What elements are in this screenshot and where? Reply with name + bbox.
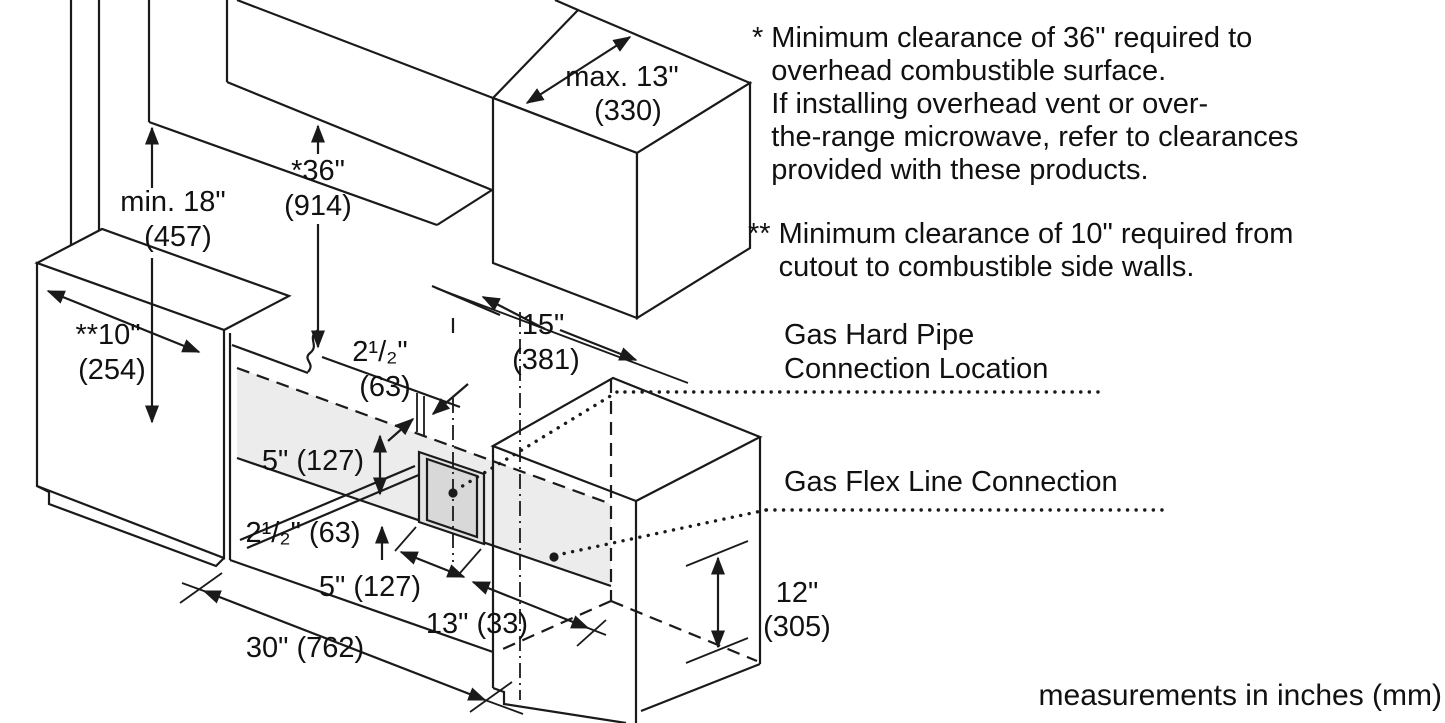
dim-cutout-height: 5" (127) bbox=[262, 445, 364, 477]
dim-flex-zone-in: 12" bbox=[776, 577, 819, 609]
footnote-side-wall-clearance: ** Minimum clearance of 10" required fro… bbox=[748, 218, 1445, 284]
dim-cutout-top-in: 2¹/₂" bbox=[352, 336, 407, 368]
callout-gas-flex-line: Gas Flex Line Connection bbox=[784, 466, 1118, 498]
double-asterisk-marker: ** bbox=[748, 218, 771, 250]
flex-location-dot bbox=[549, 552, 559, 562]
footnote-overhead-clearance: * Minimum clearance of 36" required to o… bbox=[752, 22, 1444, 187]
dim-side-wall-mm: (254) bbox=[78, 354, 146, 386]
vent-duct bbox=[69, 0, 101, 262]
dim-side-wall-in: **10" bbox=[75, 319, 140, 351]
gas-hard-pipe-leader bbox=[448, 390, 1100, 498]
break-line bbox=[306, 329, 319, 373]
gas-flex-leader bbox=[549, 508, 1164, 562]
footnote-text: Minimum clearance of 36" required to ove… bbox=[771, 22, 1299, 186]
dim-flex-zone-mm: (305) bbox=[763, 611, 831, 643]
dim-cutout-to-side: 13" (33) bbox=[426, 608, 528, 640]
upper-cabinet-run bbox=[147, 0, 579, 227]
centerlines bbox=[452, 312, 521, 700]
footnote-text: Minimum clearance of 10" required from c… bbox=[778, 218, 1294, 283]
gas-cutout bbox=[416, 393, 486, 546]
dim-overhead-in: *36" bbox=[291, 155, 345, 187]
dim-upper-depth-mm: (330) bbox=[594, 95, 662, 127]
dim-cutout-width: 5" (127) bbox=[319, 571, 421, 603]
dim-15-mm: (381) bbox=[512, 344, 580, 376]
dim-overhead-mm: (914) bbox=[284, 190, 352, 222]
dimension-lines bbox=[46, 36, 725, 715]
right-base-cabinet bbox=[490, 376, 763, 723]
callout-gas-hard-pipe: Gas Hard Pipe Connection Location bbox=[784, 319, 1049, 385]
dim-cutout-bottom: 2¹/₂" (63) bbox=[245, 517, 360, 549]
dim-upper-depth-in: max. 13" bbox=[565, 61, 678, 93]
dim-range-width: 30" (762) bbox=[246, 632, 364, 664]
upper-right-cabinet bbox=[491, 8, 753, 320]
dim-cutout-top-mm: (63) bbox=[359, 371, 411, 403]
asterisk-marker: * bbox=[752, 22, 764, 54]
dim-hood-clearance-mm: (457) bbox=[144, 221, 212, 253]
units-note: measurements in inches (mm) bbox=[1038, 679, 1442, 712]
dimension-labels: min. 18" (457) *36" (914) max. 13" (330)… bbox=[75, 61, 830, 664]
hard-pipe-location-dot bbox=[448, 488, 458, 498]
dim-15-in: 15" bbox=[522, 309, 565, 341]
toe-kick bbox=[36, 485, 225, 568]
toe-kick bbox=[492, 686, 627, 723]
dim-hood-clearance-in: min. 18" bbox=[120, 186, 225, 218]
